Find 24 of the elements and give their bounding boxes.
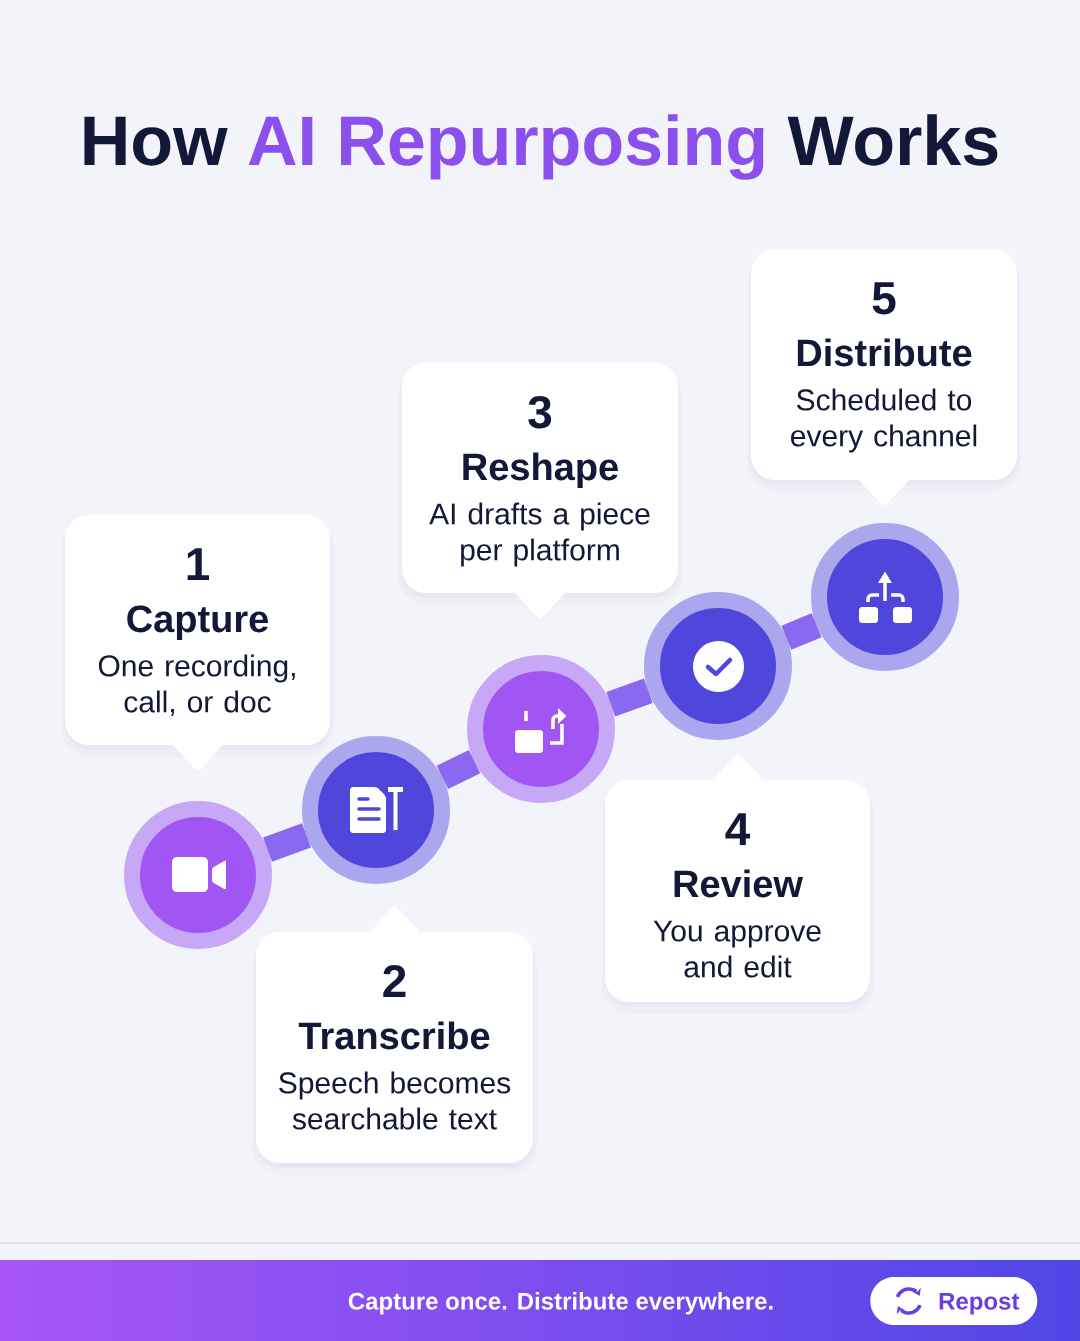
step-description: Speech becomes searchable text bbox=[279, 1071, 511, 1130]
step-title: Transcribe bbox=[298, 1021, 490, 1050]
tagline: Capture once. Distribute everywhere. bbox=[348, 1292, 773, 1315]
step-number: 4 bbox=[725, 813, 751, 845]
connector-line bbox=[606, 678, 653, 717]
step-number: 1 bbox=[187, 548, 209, 580]
step-number: 2 bbox=[383, 964, 406, 997]
connector-line bbox=[781, 613, 822, 650]
connector-line bbox=[436, 749, 481, 790]
step-description: AI drafts a piece per platform bbox=[429, 502, 650, 567]
repost-button: Repost bbox=[870, 1277, 1038, 1325]
step-number: 5 bbox=[872, 282, 896, 315]
callout-card bbox=[65, 515, 330, 771]
step-number: 3 bbox=[528, 395, 552, 429]
step-description: You approve and edit bbox=[653, 920, 821, 978]
step-description: One recording, call, or doc bbox=[98, 654, 295, 717]
step-title: Distribute bbox=[797, 338, 972, 367]
callout-card bbox=[402, 363, 678, 619]
step-title: Capture bbox=[127, 605, 268, 640]
step-title: Review bbox=[674, 869, 804, 898]
title: How AI Repurposing Works bbox=[84, 114, 998, 180]
step-description: Scheduled to every channel bbox=[791, 388, 977, 453]
connector-line bbox=[263, 823, 311, 862]
step-title: Reshape bbox=[463, 452, 618, 488]
